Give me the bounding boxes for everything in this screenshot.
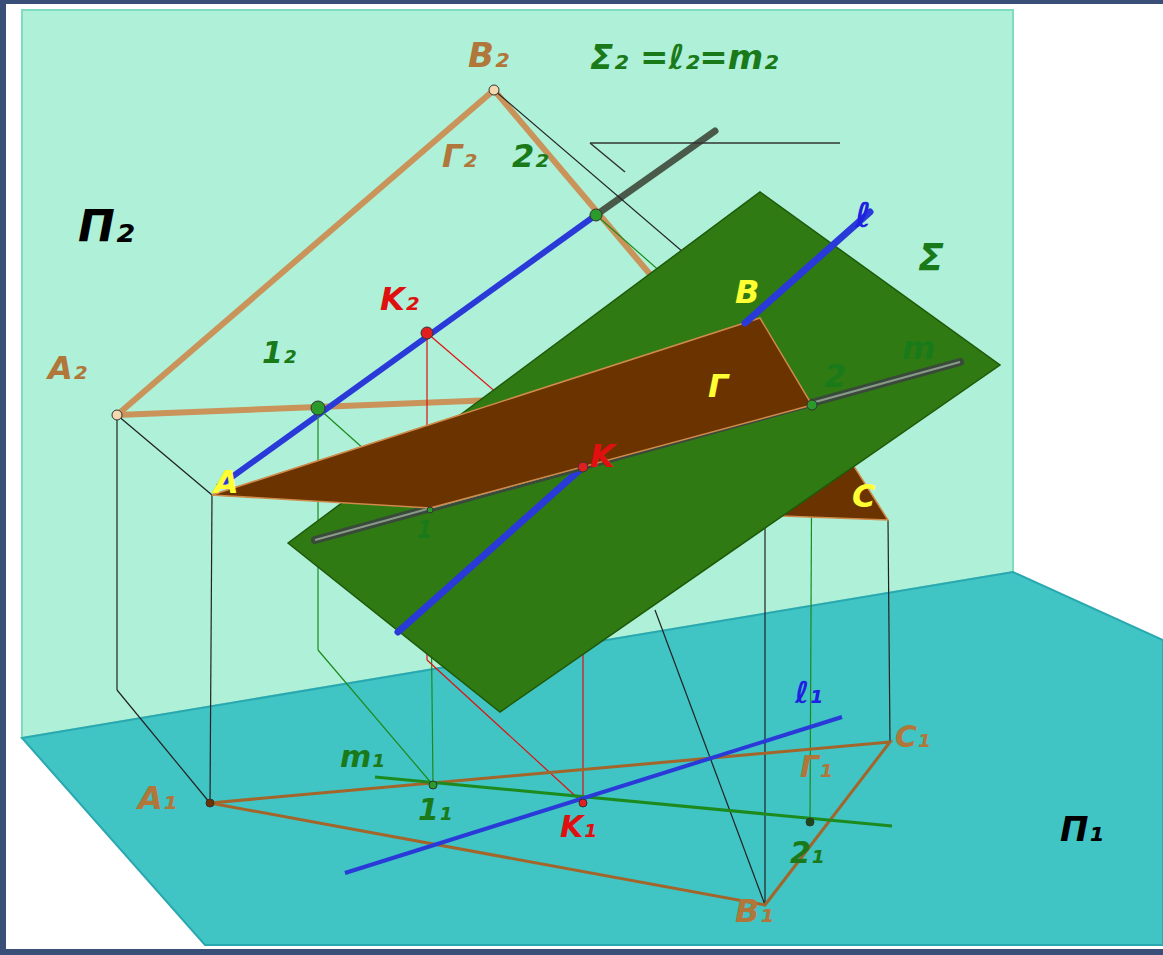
- point-label: B₁: [735, 895, 773, 927]
- point-label: C₁: [895, 722, 930, 752]
- point-label: Π₂: [78, 205, 134, 249]
- point-label: Γ: [708, 370, 728, 402]
- point-label: Π₁: [1060, 812, 1103, 846]
- point-label: m: [902, 332, 935, 364]
- point-label: ℓ₁: [795, 678, 822, 708]
- point-label: ℓ: [855, 198, 871, 232]
- point-label: 2₂: [512, 140, 548, 172]
- point-label: 2₁: [790, 838, 824, 868]
- point-label: K₂: [380, 283, 419, 315]
- point-label: Γ₁: [800, 752, 832, 782]
- point-label: Σ₂ =ℓ₂=m₂: [590, 40, 778, 74]
- point-label: B₂: [468, 38, 509, 72]
- point-label: m₁: [340, 742, 384, 772]
- point-label: A₂: [48, 352, 87, 384]
- point-label: B: [735, 276, 759, 308]
- point-label: 1: [416, 518, 433, 542]
- point-label: Γ₂: [442, 140, 476, 172]
- point-label: A₁: [138, 782, 177, 814]
- point-label: K: [590, 440, 615, 472]
- point-label: K₁: [560, 812, 596, 842]
- point-label: A: [214, 466, 239, 498]
- point-label: 2: [824, 360, 846, 392]
- point-label: Σ: [918, 238, 944, 276]
- point-label: C: [852, 480, 875, 512]
- point-label: 1₂: [262, 338, 296, 368]
- point-label: 1₁: [418, 795, 452, 825]
